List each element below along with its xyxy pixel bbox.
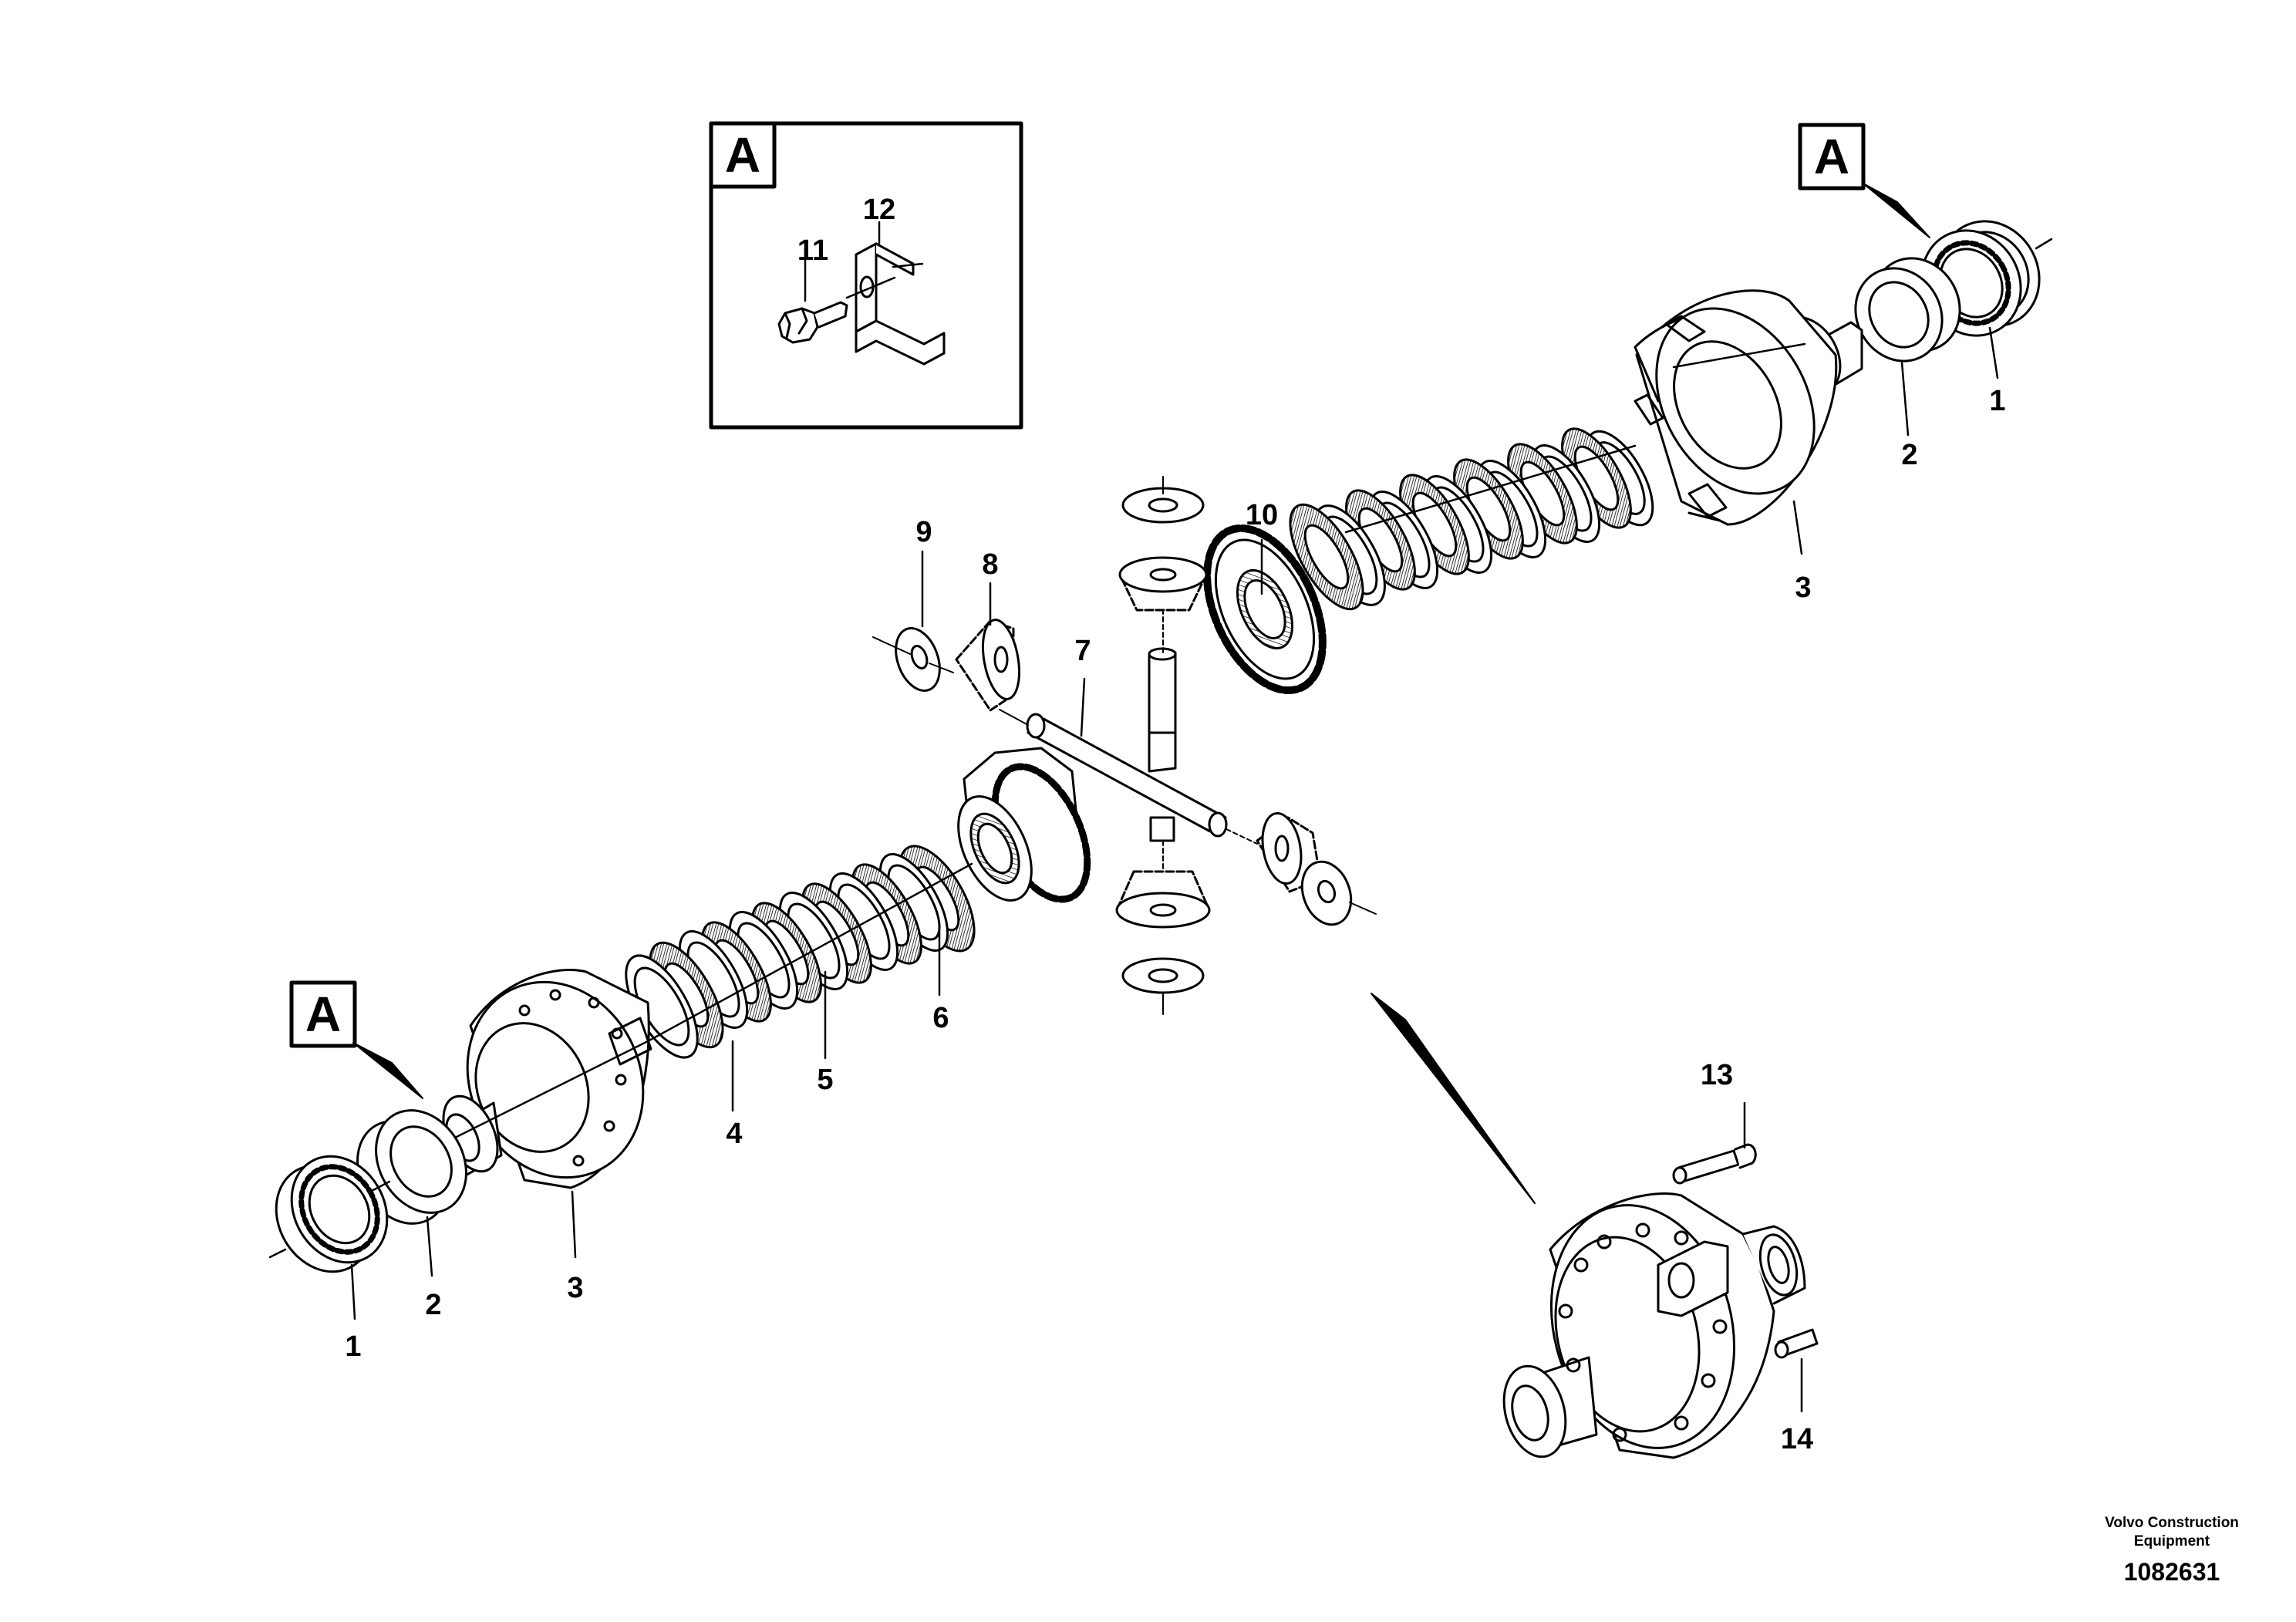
view-marker-a-left: A bbox=[305, 986, 342, 1042]
callout-2-left: 2 bbox=[425, 1289, 442, 1321]
callout-12: 12 bbox=[862, 194, 896, 226]
publisher-line-2: Equipment bbox=[2133, 1533, 2210, 1549]
clutch-disc-pack-left bbox=[625, 845, 976, 1059]
callout-10: 10 bbox=[1245, 499, 1279, 531]
callout-3-left: 3 bbox=[567, 1272, 584, 1304]
bearing-cup-2-right bbox=[1854, 257, 1961, 363]
pinion-gear-top bbox=[1118, 556, 1208, 612]
thrust-washer-top bbox=[1121, 476, 1205, 524]
callout-2-right: 2 bbox=[1901, 439, 1918, 471]
callout-13: 13 bbox=[1700, 1059, 1734, 1091]
leader-lines bbox=[350, 326, 1999, 1320]
callout-7: 7 bbox=[1074, 635, 1091, 667]
differential-housing-3-right bbox=[1633, 289, 1863, 526]
pin-part-14 bbox=[1774, 1328, 1819, 1413]
bolt-part-13 bbox=[1672, 1101, 1757, 1185]
clutch-disc-pack-right bbox=[1289, 427, 1654, 611]
callout-14: 14 bbox=[1780, 1423, 1814, 1455]
drawing-number: 1082631 bbox=[2123, 1558, 2220, 1586]
roller-bearing-1-left bbox=[268, 1155, 391, 1273]
thrust-washer-right bbox=[1300, 860, 1377, 926]
thrust-washer-bottom bbox=[1121, 957, 1205, 1015]
side-gear-left bbox=[957, 747, 1091, 903]
pinion-gear-bottom bbox=[1115, 870, 1211, 929]
callout-1-left: 1 bbox=[345, 1330, 362, 1363]
bolt-part-11 bbox=[777, 248, 848, 344]
pinion-gear-part-8 bbox=[929, 619, 1020, 712]
pinion-shaft-vertical bbox=[1148, 609, 1177, 895]
cross-shaft-7 bbox=[999, 709, 1258, 845]
differential-housing-3-left bbox=[400, 969, 652, 1189]
detail-view-a-frame bbox=[709, 121, 1023, 430]
assembled-differential-unit bbox=[1502, 1192, 1806, 1459]
view-marker-a-left-frame bbox=[289, 980, 423, 1099]
side-gear-10 bbox=[1203, 524, 1327, 695]
clip-part-12 bbox=[845, 221, 946, 366]
callout-4: 4 bbox=[726, 1118, 743, 1150]
washer-part-9 bbox=[872, 627, 941, 692]
callout-3-right: 3 bbox=[1795, 572, 1812, 604]
detail-view-a-letter: A bbox=[724, 127, 761, 183]
callout-11: 11 bbox=[797, 234, 829, 267]
pinion-gear-right-small bbox=[1256, 812, 1322, 893]
view-marker-a-top-right-frame bbox=[1798, 123, 1930, 238]
callout-6: 6 bbox=[932, 1002, 949, 1034]
callout-5: 5 bbox=[817, 1064, 834, 1096]
view-marker-a-top-right: A bbox=[1813, 129, 1850, 184]
callout-1-right: 1 bbox=[1989, 385, 2006, 417]
assembly-pointer-arrow bbox=[1371, 993, 1536, 1204]
publisher-line-1: Volvo Construction bbox=[2105, 1515, 2239, 1531]
callout-8: 8 bbox=[982, 548, 999, 581]
callout-9: 9 bbox=[915, 516, 932, 548]
